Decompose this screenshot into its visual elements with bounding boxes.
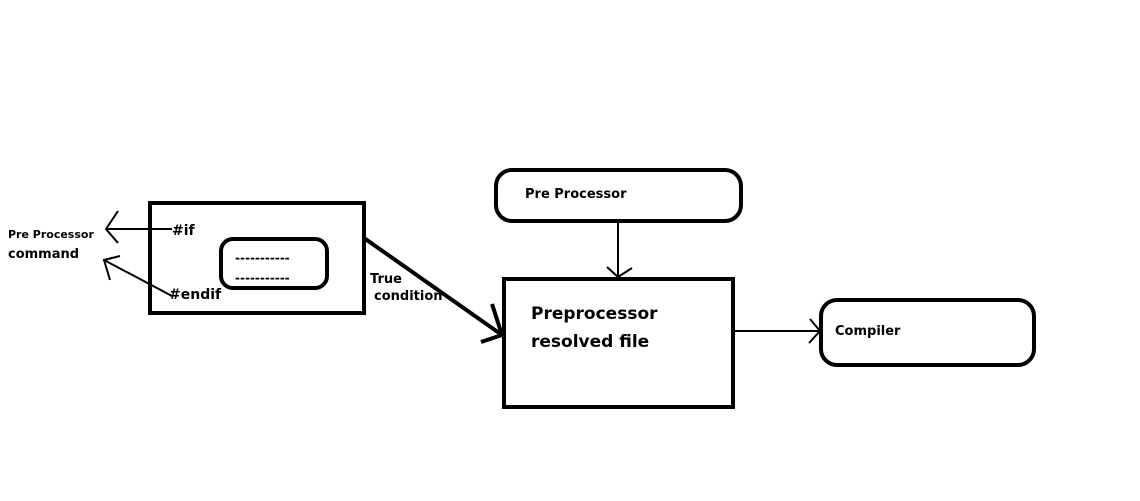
pp-command-label-line2: command [8,247,79,262]
arrow-resolved-to-compiler [733,318,822,344]
resolved-file-label-line1: Preprocessor [531,304,658,324]
resolved-file-node [502,277,735,409]
true-condition-label-line1: True [370,272,402,287]
if-directive: #if [172,223,196,239]
arrow-if-to-command [104,210,172,244]
pp-command-label-line1: Pre Processor [8,228,94,241]
source-block [148,201,366,315]
arrow-preprocessor-to-resolved [606,221,633,279]
inner-code-block [219,237,329,290]
true-condition-label-line2: condition [374,289,443,304]
resolved-file-label-line2: resolved file [531,332,649,352]
code-placeholder-line: ----------- [235,271,290,285]
compiler-label: Compiler [835,324,901,339]
endif-directive: #endif [169,287,222,303]
preprocessor-label: Pre Processor [525,187,627,202]
code-placeholder-line: ----------- [235,251,290,265]
compiler-node [819,298,1036,367]
arrow-endif-to-command [102,255,173,297]
